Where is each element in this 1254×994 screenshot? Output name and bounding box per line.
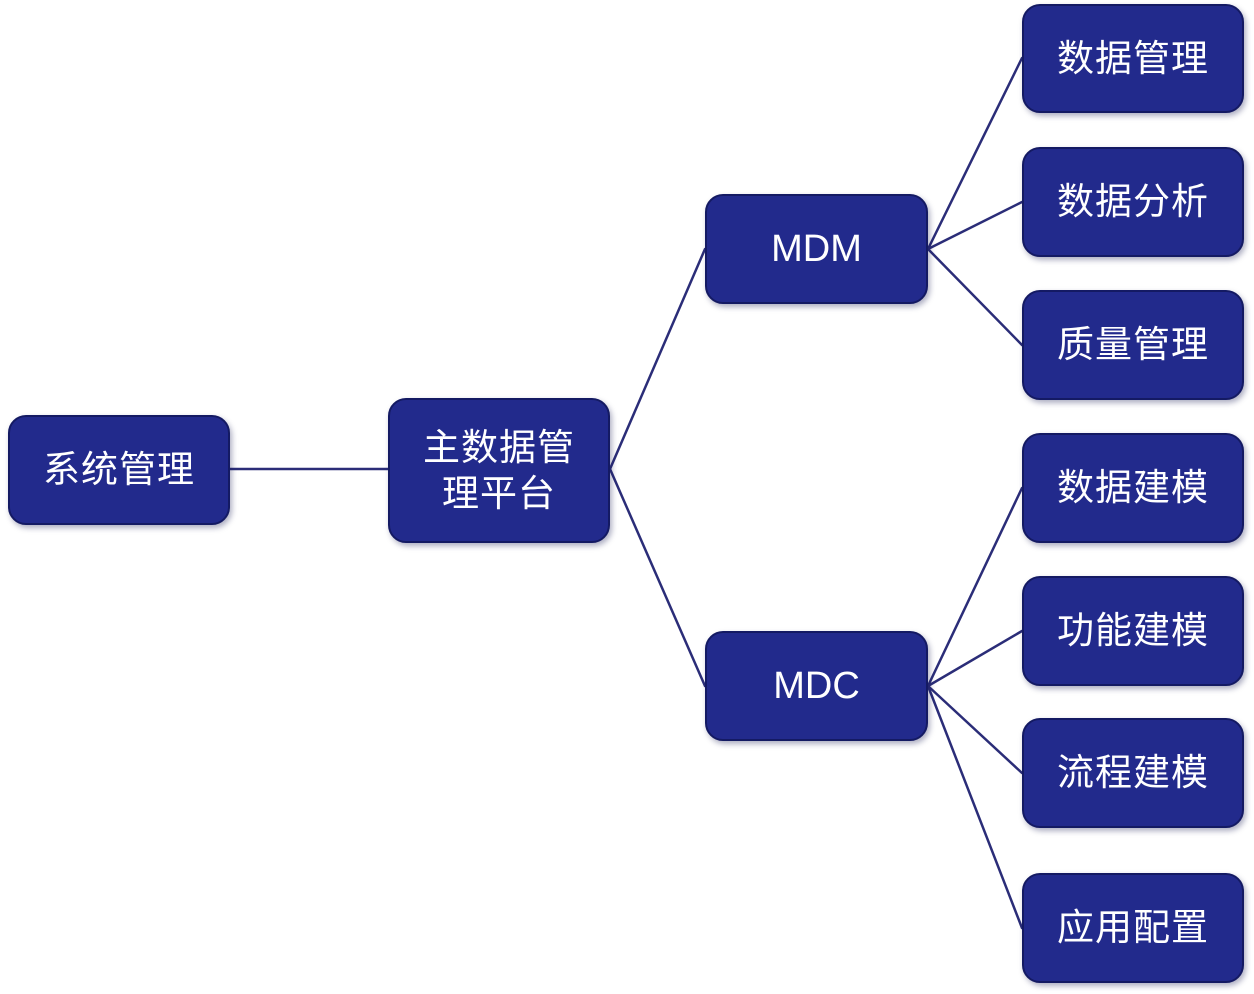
node-mdc: MDC [705, 631, 928, 741]
node-data-analysis: 数据分析 [1022, 147, 1244, 257]
connector-mdc-data-modeling [926, 486, 1024, 688]
node-app-configuration: 应用配置 [1022, 873, 1244, 983]
connector-mdm-data-management [926, 56, 1024, 251]
node-function-modeling: 功能建模 [1022, 576, 1244, 686]
node-label: 主数据管理平台 [423, 425, 575, 515]
node-data-modeling: 数据建模 [1022, 433, 1244, 543]
node-label: 系统管理 [43, 448, 195, 491]
node-label: 功能建模 [1057, 609, 1209, 652]
node-mdm: MDM [705, 194, 928, 304]
connector-mdc-app-configuration [926, 684, 1024, 930]
node-label: 数据分析 [1057, 180, 1209, 223]
node-process-modeling: 流程建模 [1022, 718, 1244, 828]
node-label: 应用配置 [1057, 906, 1209, 949]
node-quality-management: 质量管理 [1022, 290, 1244, 400]
node-label: 质量管理 [1057, 323, 1209, 366]
connector-mdm-data-analysis [926, 200, 1024, 251]
connector-mdc-function-modeling [926, 629, 1024, 688]
node-label: MDC [773, 665, 860, 707]
node-master-data-platform: 主数据管理平台 [388, 398, 610, 543]
node-label: 数据管理 [1057, 36, 1209, 80]
connector-mdm-quality-management [926, 247, 1024, 347]
node-label: 数据建模 [1057, 466, 1209, 509]
node-label: MDM [771, 228, 862, 270]
node-label: 流程建模 [1057, 751, 1209, 794]
node-system-management: 系统管理 [8, 415, 230, 525]
connector-mdc-process-modeling [926, 684, 1024, 775]
connector-platform-mdc [608, 467, 707, 688]
connector-platform-mdm [608, 247, 707, 471]
node-data-management: 数据管理 [1022, 4, 1244, 113]
